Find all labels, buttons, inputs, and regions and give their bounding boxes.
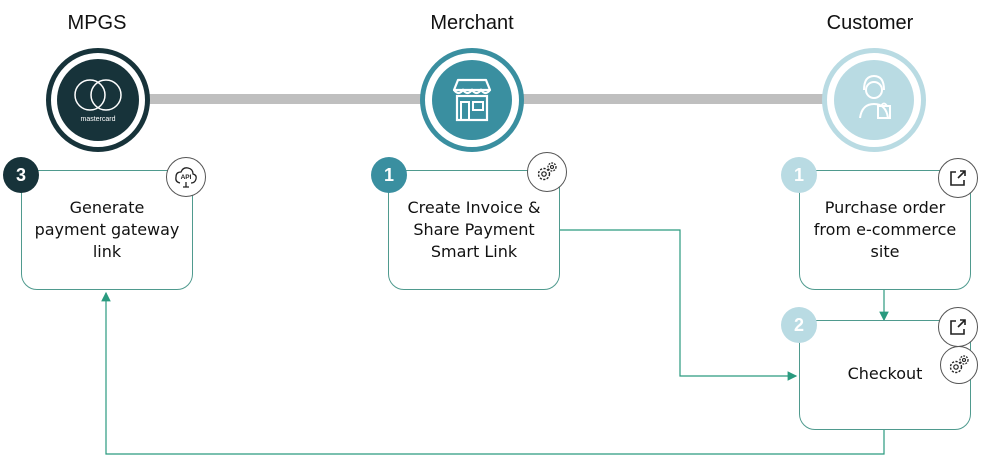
external-link-icon — [938, 158, 978, 198]
mastercard-circles-icon: mastercard — [74, 79, 122, 123]
lane-title-mpgs: MPGS — [67, 12, 127, 34]
step-label-line: link — [92, 242, 122, 261]
step-label-line: Generate — [69, 198, 145, 217]
lane-title-merchant: Merchant — [430, 12, 514, 34]
mastercard-logo: mastercard — [57, 59, 139, 141]
external-link-icon — [938, 307, 978, 347]
step-label-line: Checkout — [847, 364, 923, 383]
connector-checkout-to-generate — [101, 291, 885, 455]
step-number-badge: 2 — [781, 307, 817, 343]
step-label-line: Purchase order — [824, 198, 946, 217]
lane-title-customer: Customer — [826, 12, 914, 34]
gears-icon — [527, 152, 567, 192]
customer-node-fill — [834, 60, 914, 140]
customer-shopper-icon — [859, 74, 891, 119]
merchant-node — [420, 48, 524, 152]
api-icon-text: API — [181, 174, 192, 181]
step-number-badge: 1 — [371, 157, 407, 193]
step-label-line: from e-commerce — [813, 220, 957, 239]
api-icon: API — [166, 157, 206, 197]
step-label-line: Share Payment — [413, 220, 535, 239]
step-label-line: payment gateway — [34, 220, 180, 239]
connector-invoice-to-checkout — [560, 229, 798, 381]
step-number-badge: 3 — [3, 157, 39, 193]
customer-node — [822, 48, 926, 152]
step-label-line: Smart Link — [430, 242, 518, 261]
step-label-line: site — [870, 242, 900, 261]
storefront-icon — [452, 78, 492, 122]
gears-icon — [940, 346, 978, 384]
merchant-node-fill — [432, 60, 512, 140]
step-number-badge: 1 — [781, 157, 817, 193]
mpgs-node: mastercard — [46, 48, 150, 152]
step-card-generate-link: Generate payment gateway link — [21, 170, 193, 290]
mastercard-wordmark: mastercard — [80, 116, 115, 123]
step-card-create-invoice: Create Invoice & Share Payment Smart Lin… — [388, 170, 560, 290]
step-label-line: Create Invoice & — [407, 198, 541, 217]
